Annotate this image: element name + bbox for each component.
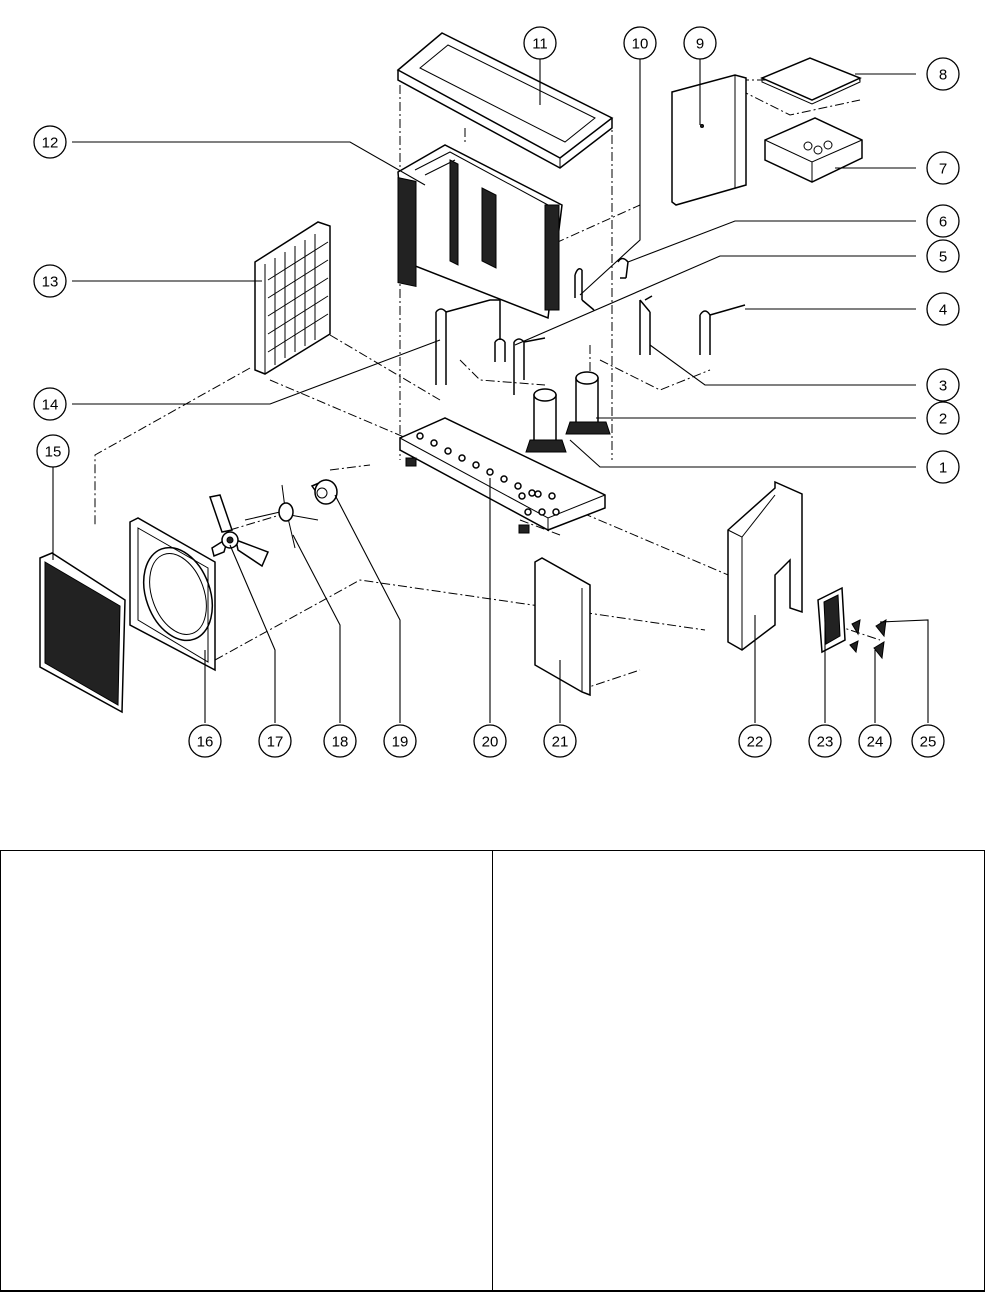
callout-1: 1 — [926, 450, 960, 484]
callout-number: 24 — [867, 734, 884, 751]
leader-lines — [52, 58, 929, 723]
callout-number: 14 — [42, 397, 59, 414]
front-grille-part — [39, 552, 126, 714]
callout-number: 17 — [267, 734, 284, 751]
callout-18: 18 — [323, 724, 357, 758]
callout-5: 5 — [926, 239, 960, 273]
callout-number: 23 — [817, 734, 834, 751]
callout-2: 2 — [926, 401, 960, 435]
top-cover-part — [396, 32, 614, 169]
fan-blade-part — [209, 494, 269, 568]
parts-table-left-column — [1, 851, 493, 1290]
callout-4: 4 — [926, 292, 960, 326]
parts-table — [0, 850, 985, 1292]
condenser-coil-part — [397, 144, 563, 320]
callout-25: 25 — [911, 724, 945, 758]
callout-3: 3 — [926, 368, 960, 402]
callout-number: 22 — [747, 734, 764, 751]
callout-17: 17 — [258, 724, 292, 758]
callout-number: 6 — [939, 214, 947, 231]
callout-number: 18 — [332, 734, 349, 751]
valve-fittings-part — [849, 619, 887, 660]
side-panel-part — [671, 74, 747, 206]
callout-12: 12 — [33, 125, 67, 159]
callout-number: 20 — [482, 734, 499, 751]
callout-number: 3 — [939, 378, 947, 395]
callout-6: 6 — [926, 204, 960, 238]
fan-motor-part — [310, 479, 338, 505]
callout-number: 2 — [939, 411, 947, 428]
callout-24: 24 — [858, 724, 892, 758]
terminal-plate-part — [817, 586, 846, 654]
callout-11: 11 — [523, 26, 557, 60]
callout-number: 5 — [939, 249, 947, 266]
callout-number: 19 — [392, 734, 409, 751]
callout-9: 9 — [683, 26, 717, 60]
control-box-cover-part — [760, 57, 862, 105]
callout-number: 15 — [45, 444, 62, 461]
control-box-part — [764, 117, 863, 183]
callout-number: 10 — [632, 36, 649, 53]
callout-number: 21 — [552, 734, 569, 751]
callout-number: 7 — [939, 161, 947, 178]
callout-10: 10 — [623, 26, 657, 60]
callout-23: 23 — [808, 724, 842, 758]
compressor-part — [565, 371, 611, 435]
callout-14: 14 — [33, 387, 67, 421]
callout-19: 19 — [383, 724, 417, 758]
callout-21: 21 — [543, 724, 577, 758]
side-grille-part — [254, 221, 331, 375]
compressor-part — [525, 388, 567, 453]
callout-number: 12 — [42, 135, 59, 152]
base-pan-part — [399, 417, 606, 534]
callout-number: 4 — [939, 302, 947, 319]
callout-20: 20 — [473, 724, 507, 758]
callout-7: 7 — [926, 151, 960, 185]
corner-panel-part — [727, 480, 803, 651]
callout-number: 11 — [532, 36, 548, 53]
refrigerant-piping — [435, 257, 746, 395]
callout-number: 16 — [197, 734, 214, 751]
callout-15: 15 — [36, 434, 70, 468]
front-panel-part — [129, 517, 216, 672]
callout-13: 13 — [33, 264, 67, 298]
callout-22: 22 — [738, 724, 772, 758]
callout-number: 13 — [42, 274, 59, 291]
callout-number: 9 — [696, 36, 704, 53]
callout-8: 8 — [926, 57, 960, 91]
callout-number: 8 — [939, 67, 947, 84]
callout-number: 25 — [920, 734, 937, 751]
service-panel-part — [534, 557, 591, 697]
callout-16: 16 — [188, 724, 222, 758]
parts-table-right-column — [493, 851, 984, 1290]
motor-bracket-part — [244, 484, 319, 549]
callout-number: 1 — [939, 460, 947, 477]
